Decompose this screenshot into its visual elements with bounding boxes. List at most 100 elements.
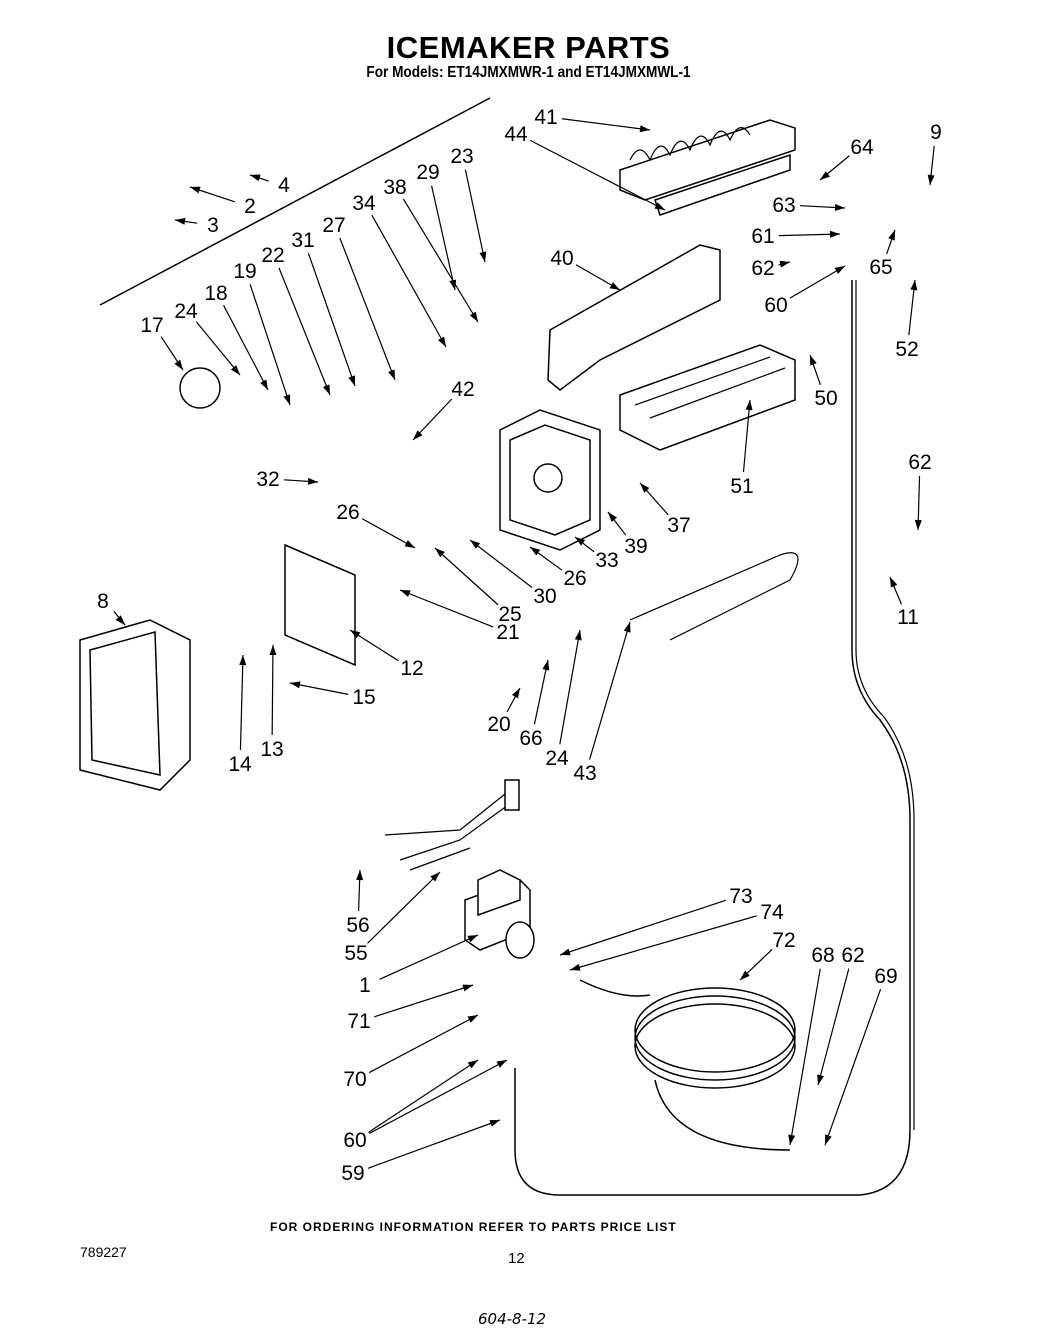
- callout-41: 41: [534, 106, 557, 129]
- callout-51: 51: [730, 475, 753, 498]
- wire-harness: [384, 789, 516, 871]
- leader-line-27: [339, 237, 396, 381]
- callout-56: 56: [346, 914, 369, 937]
- leader-line-59: [367, 1119, 501, 1169]
- arrowhead-icon: [435, 548, 445, 558]
- callout-63: 63: [772, 194, 795, 217]
- leader-line-31: [307, 252, 356, 387]
- arrowhead-icon: [888, 230, 895, 241]
- callout-65: 65: [869, 256, 892, 279]
- callout-3: 3: [207, 214, 219, 237]
- callout-52: 52: [895, 338, 918, 361]
- callout-22: 22: [261, 244, 284, 267]
- arrowhead-icon: [413, 430, 423, 440]
- callout-60: 60: [764, 294, 787, 317]
- callout-62: 62: [908, 451, 931, 474]
- callout-68: 68: [811, 944, 834, 967]
- control-housing: [499, 409, 601, 551]
- callout-11: 11: [897, 606, 919, 629]
- handwritten-code: 604-8-12: [478, 1310, 547, 1328]
- leader-line-34: [371, 214, 447, 348]
- arrowhead-icon: [356, 870, 364, 881]
- leader-line-70: [368, 1014, 479, 1074]
- bracket: [547, 244, 721, 391]
- callout-26: 26: [563, 567, 586, 590]
- arrowhead-icon: [575, 537, 586, 546]
- arrowhead-icon: [190, 186, 201, 194]
- thermostat-wire: [629, 552, 799, 641]
- callout-34: 34: [352, 192, 376, 215]
- leader-line-62: [817, 968, 850, 1086]
- callout-24: 24: [545, 747, 569, 770]
- callout-9: 9: [930, 121, 942, 144]
- arrowhead-icon: [609, 282, 620, 290]
- arrowhead-icon: [290, 681, 301, 689]
- callout-19: 19: [233, 260, 256, 283]
- callout-44: 44: [504, 123, 528, 146]
- leader-line-44: [529, 139, 666, 211]
- callout-24: 24: [174, 300, 198, 323]
- arrowhead-icon: [174, 359, 183, 370]
- leader-line-60: [368, 1059, 479, 1133]
- callout-23: 23: [450, 145, 473, 168]
- arrowhead-icon: [462, 984, 473, 992]
- front-cover: [79, 619, 191, 791]
- callout-43: 43: [573, 762, 596, 785]
- page-number: 12: [508, 1250, 525, 1267]
- leader-line-26: [361, 518, 416, 549]
- callout-60: 60: [343, 1129, 366, 1152]
- leader-line-60: [368, 1059, 508, 1135]
- arrowhead-icon: [623, 622, 631, 633]
- callout-32: 32: [256, 468, 279, 491]
- leader-line-60: [789, 265, 846, 299]
- arrowhead-icon: [489, 1120, 500, 1127]
- arrowhead-icon: [467, 1015, 478, 1023]
- callout-37: 37: [667, 514, 690, 537]
- callout-4: 4: [278, 174, 290, 197]
- arrowhead-icon: [825, 1134, 832, 1145]
- callout-72: 72: [772, 929, 795, 952]
- arrowhead-icon: [470, 540, 481, 549]
- callout-25: 25: [498, 603, 521, 626]
- arrowhead-icon: [640, 483, 650, 493]
- callout-21: 21: [496, 621, 519, 644]
- arrowhead-icon: [115, 615, 125, 625]
- leader-line-13: [271, 644, 274, 736]
- callout-12: 12: [400, 657, 423, 680]
- coiled-water-tube: [579, 979, 796, 1151]
- arrowhead-icon: [250, 174, 261, 182]
- leader-line-29: [430, 185, 456, 291]
- callout-39: 39: [624, 535, 647, 558]
- model-subtitle: For Models: ET14JMXMWR-1 and ET14JMXMWL-…: [366, 64, 691, 81]
- arrowhead-icon: [829, 230, 840, 238]
- leader-line-69: [824, 988, 882, 1146]
- callout-74: 74: [760, 901, 784, 924]
- arrowhead-icon: [745, 400, 753, 411]
- leader-line-24: [559, 629, 581, 745]
- leader-line-66: [533, 659, 549, 725]
- arrowhead-icon: [788, 1134, 796, 1145]
- callout-26: 26: [336, 501, 359, 524]
- leader-line-71: [374, 984, 474, 1018]
- leader-line-43: [588, 621, 631, 760]
- leader-line-14: [239, 654, 244, 751]
- leader-line-38: [402, 198, 479, 323]
- leader-line-25: [434, 547, 499, 606]
- leader-line-68: [789, 968, 821, 1146]
- callout-59: 59: [341, 1162, 364, 1185]
- document-number: 789227: [80, 1244, 127, 1260]
- leader-line-21: [399, 589, 494, 628]
- leader-line-61: [778, 233, 841, 237]
- arrowhead-icon: [834, 266, 845, 274]
- callout-27: 27: [322, 214, 345, 237]
- callout-8: 8: [97, 590, 109, 613]
- page-title: ICEMAKER PARTS: [386, 30, 671, 65]
- mounting-plate: [284, 543, 356, 667]
- callout-29: 29: [416, 161, 439, 184]
- arrowhead-icon: [230, 365, 240, 375]
- arrowhead-icon: [890, 577, 898, 588]
- ordering-note: FOR ORDERING INFORMATION REFER TO PARTS …: [270, 1220, 677, 1234]
- water-valve: [464, 869, 535, 959]
- callout-20: 20: [487, 713, 510, 736]
- callout-50: 50: [814, 387, 837, 410]
